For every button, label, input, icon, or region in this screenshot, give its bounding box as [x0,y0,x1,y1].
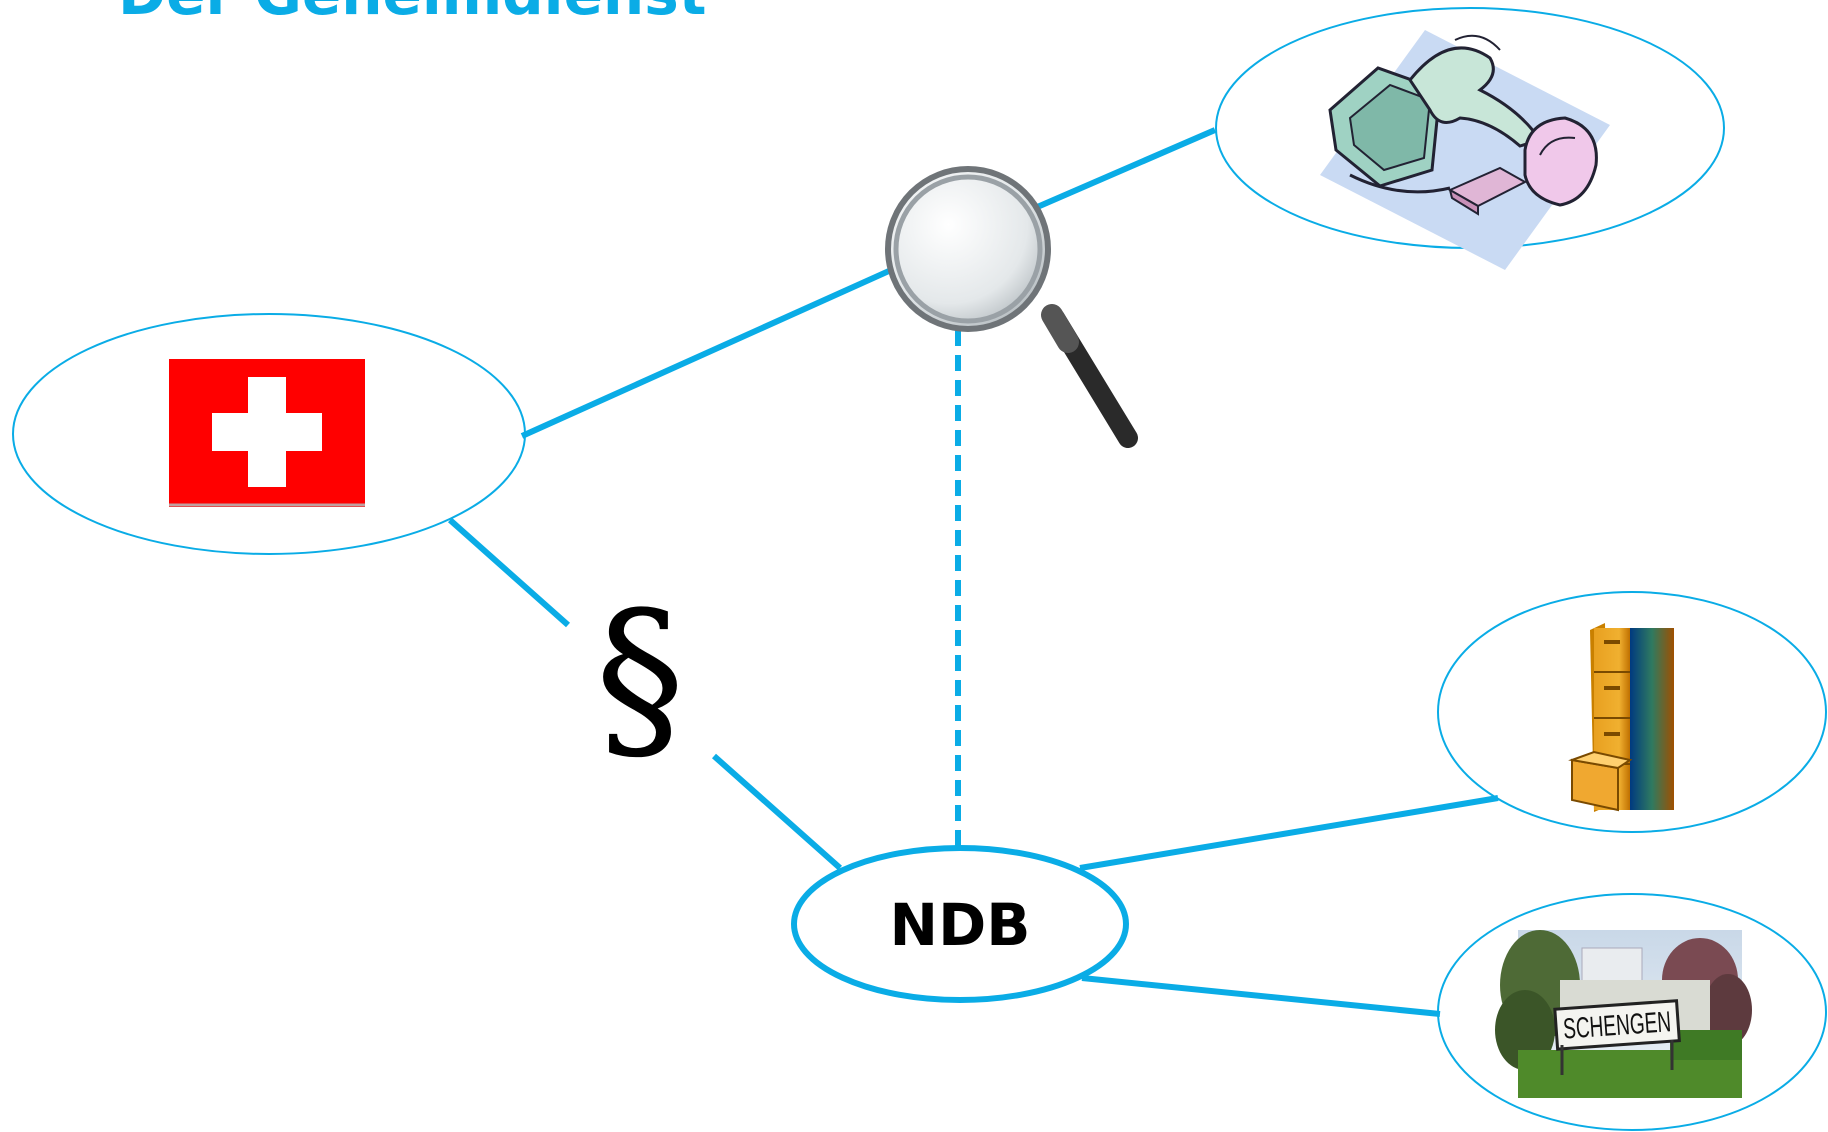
connector-magnifier-hacker [1033,127,1217,211]
connector-ndb-archive [1079,795,1499,871]
connector-switzerland-law [448,517,570,628]
schengen-ellipse [1437,893,1827,1131]
switzerland-ellipse [12,313,526,555]
page-title: Der Geheimdienst [118,0,706,28]
schengen-sign-photo: SCHENGEN [1495,930,1752,1098]
magnifier-icon [885,166,1138,448]
switzerland-node [12,313,526,555]
swiss-flag-icon [169,359,365,507]
ndb-label: NDB [890,891,1031,959]
archive-ellipse [1437,591,1827,833]
schengen-sign-text: SCHENGEN [1562,1006,1672,1045]
archive-node [1437,591,1827,833]
law-paragraph-symbol: § [595,574,685,783]
hacker-node [1215,7,1725,270]
connector-ndb-schengen [1081,975,1441,1017]
schengen-node: SCHENGEN [1437,893,1827,1131]
connector-law-ndb [712,753,842,871]
ndb-node: NDB [791,845,1129,1003]
computer-search-icon [1320,30,1610,270]
ndb-ellipse [791,845,1129,1003]
filing-cabinet-icon [1568,623,1674,812]
connector-switzerland-magnifier [520,263,902,439]
